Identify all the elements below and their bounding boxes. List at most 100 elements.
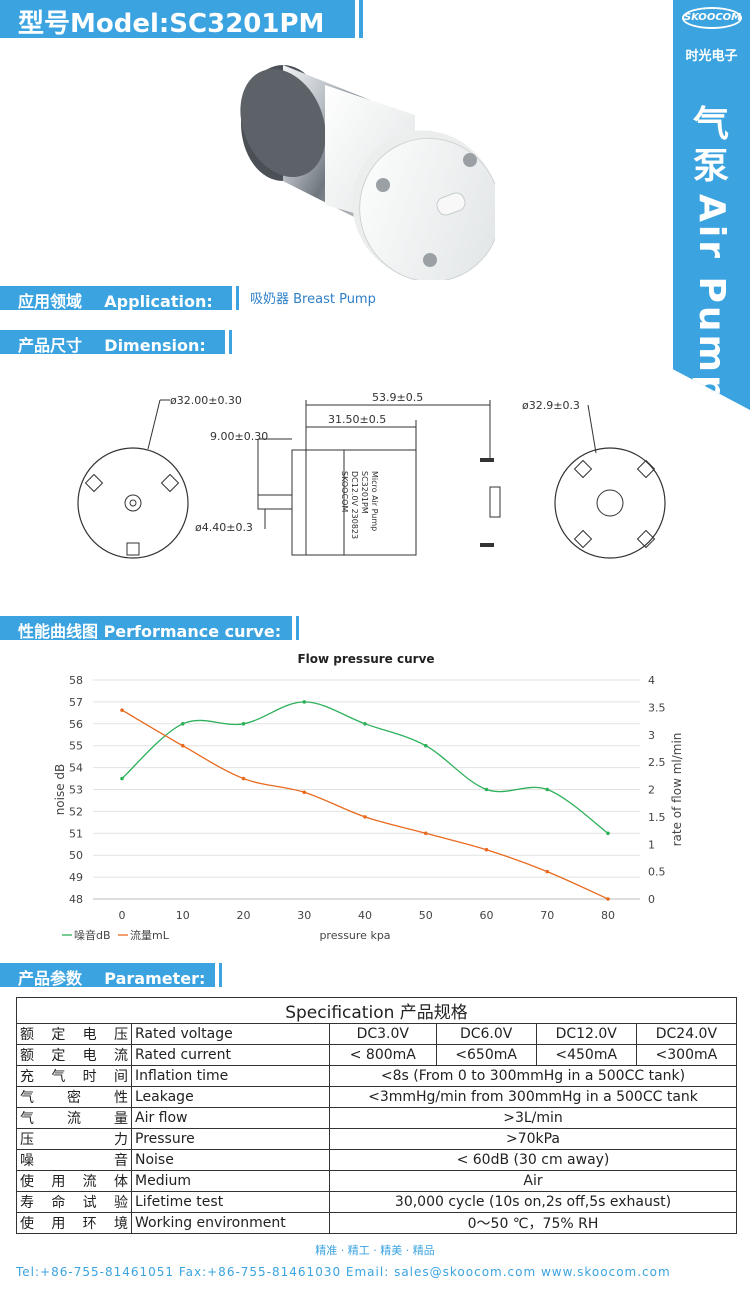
- brand-logo: SKOOCOM 时光电子: [673, 0, 750, 70]
- flow-data-point: [545, 869, 550, 874]
- x-tick-label: 60: [480, 909, 494, 922]
- spec-cn-label: 充气时间: [16, 1065, 132, 1087]
- spec-value: DC3.0V: [329, 1023, 437, 1045]
- spec-value: DC12.0V: [535, 1023, 637, 1045]
- noise-data-point: [180, 722, 185, 726]
- x-tick-label: 50: [419, 909, 433, 922]
- motor-label-2: SC3201PM: [360, 471, 369, 514]
- dim-d2: ø4.40±0.3: [195, 521, 253, 534]
- spec-value: <650mA: [435, 1044, 537, 1066]
- spec-cn-label: 额定电压: [16, 1023, 132, 1045]
- product-image: [240, 65, 495, 280]
- noise-data-point: [120, 776, 124, 781]
- spec-cn-label: 噪音: [16, 1149, 132, 1171]
- spec-cn-label: 压力: [16, 1128, 132, 1150]
- y2-tick-label: 3.5: [648, 701, 666, 714]
- noise-data-point: [302, 700, 307, 704]
- flow-data-point: [180, 743, 185, 748]
- spec-en-label: Air flow: [131, 1107, 330, 1129]
- y-tick-label: 48: [69, 893, 83, 906]
- spec-cn-label: 使用环境: [16, 1212, 132, 1234]
- spec-en-label: Rated voltage: [131, 1023, 330, 1045]
- application-value: 吸奶器 Breast Pump: [250, 292, 376, 307]
- flow-data-point: [302, 790, 307, 795]
- y-tick-label: 58: [69, 674, 83, 687]
- y2-tick-label: 0: [648, 893, 655, 906]
- spec-value: < 800mA: [329, 1044, 437, 1066]
- y-tick-label: 53: [69, 784, 83, 797]
- spec-value: <3mmHg/min from 300mmHg in a 500CC tank: [329, 1086, 737, 1108]
- y-tick-label: 54: [69, 762, 83, 775]
- y-tick-label: 56: [69, 718, 83, 731]
- model-title: 型号Model:SC3201PM: [0, 0, 363, 39]
- y-tick-label: 51: [69, 827, 83, 840]
- x-tick-label: 80: [601, 909, 615, 922]
- y-tick-label: 52: [69, 805, 83, 818]
- x-tick-label: 0: [119, 909, 126, 922]
- x-tick-label: 30: [297, 909, 311, 922]
- flow-data-point: [606, 897, 610, 901]
- spec-en-label: Medium: [131, 1170, 330, 1192]
- spec-en-label: Rated current: [131, 1044, 330, 1066]
- spec-value: < 60dB (30 cm away): [329, 1149, 737, 1171]
- dim-d1: ø32.00±0.30: [170, 394, 242, 407]
- x-tick-label: 10: [176, 909, 190, 922]
- noise-data-point: [363, 722, 367, 726]
- dimension-drawing: ø32.00±0.30 Micro Air Pump SC3201PM DC12…: [77, 391, 666, 559]
- spec-en-label: Lifetime test: [131, 1191, 330, 1213]
- spec-value: 30,000 cycle (10s on,2s off,5s exhaust): [329, 1191, 737, 1213]
- flow-data-point: [363, 815, 367, 819]
- noise-data-point: [484, 787, 489, 792]
- logo-cn-name: 时光电子: [685, 49, 738, 64]
- y-tick-label: 50: [69, 849, 83, 862]
- y2-tick-label: 4: [648, 674, 655, 687]
- spec-cn-label: 气流量: [16, 1107, 132, 1129]
- x-tick-label: 70: [540, 909, 554, 922]
- spec-cn-label: 气密性: [16, 1086, 132, 1108]
- spec-value: DC6.0V: [435, 1023, 537, 1045]
- section-dimension: 产品尺寸 Dimension:: [0, 330, 232, 355]
- noise-data-point: [241, 722, 246, 726]
- dim-l3: 9.00±0.30: [210, 430, 268, 443]
- spec-value: 0～50 ℃，75% RH: [329, 1212, 737, 1234]
- spec-en-label: Working environment: [131, 1212, 330, 1234]
- legend-label: 流量mL: [130, 928, 170, 942]
- noise-data-point: [606, 831, 610, 836]
- y-tick-label: 57: [69, 696, 83, 709]
- side-en-title: Air Pump: [691, 194, 732, 404]
- flow-data-point: [423, 831, 428, 836]
- spec-cn-label: 寿命试验: [16, 1191, 132, 1213]
- noise-data-point: [545, 787, 550, 792]
- spec-en-label: Pressure: [131, 1128, 330, 1150]
- footer-slogan: 精准 · 精工 · 精美 · 精品: [315, 1244, 435, 1257]
- chart-title: Flow pressure curve: [297, 652, 435, 666]
- section-application: 应用领域 Application:: [0, 286, 239, 311]
- flow-data-point: [241, 776, 246, 781]
- section-performance: 性能曲线图 Performance curve:: [0, 616, 299, 641]
- y2-tick-label: 3: [648, 729, 655, 742]
- y2-tick-label: 1.5: [648, 811, 666, 824]
- spec-caption: Specification 产品规格: [16, 997, 737, 1024]
- noise-data-point: [423, 743, 428, 748]
- y-tick-label: 49: [69, 871, 83, 884]
- y2-tick-label: 2: [648, 784, 655, 797]
- logo-oval: SKOOCOM: [682, 7, 742, 29]
- motor-label-3: DC12.0V 230823: [350, 471, 359, 539]
- y2-tick-label: 1: [648, 838, 655, 851]
- x-tick-label: 40: [358, 909, 372, 922]
- spec-value: >3L/min: [329, 1107, 737, 1129]
- x-tick-label: 20: [237, 909, 251, 922]
- spec-value: <450mA: [535, 1044, 637, 1066]
- side-banner: 气泵 Air Pump: [673, 70, 750, 410]
- spec-value: <8s (From 0 to 300mmHg in a 500CC tank): [329, 1065, 737, 1087]
- y2-tick-label: 2.5: [648, 756, 666, 769]
- spec-en-label: Noise: [131, 1149, 330, 1171]
